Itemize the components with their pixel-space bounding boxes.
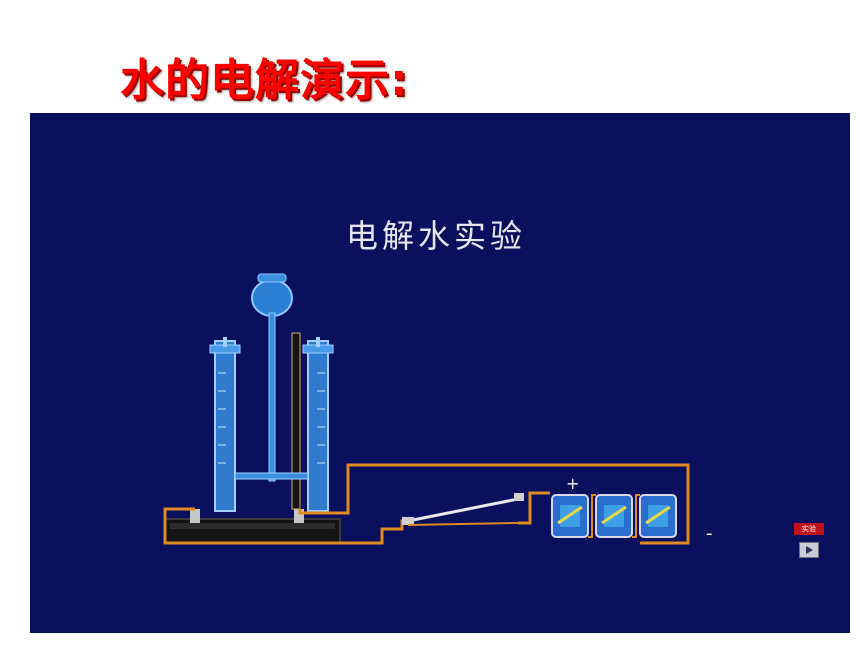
battery-3 xyxy=(639,494,677,538)
battery-1 xyxy=(551,494,589,538)
electrode-peg-left xyxy=(190,509,200,523)
positive-terminal: + xyxy=(566,474,579,493)
animation-panel: 电解水实验 xyxy=(30,113,850,633)
negative-terminal: - xyxy=(706,523,713,544)
connecting-tube xyxy=(234,472,309,480)
right-graduated-tube xyxy=(302,337,334,512)
play-icon xyxy=(799,542,819,558)
battery-2 xyxy=(595,494,633,538)
electrode-peg-right xyxy=(294,509,304,523)
circuit-switch xyxy=(402,493,524,526)
slide-title: 水的电解演示: xyxy=(120,55,409,106)
experiment-heading: 电解水实验 xyxy=(346,217,527,255)
funnel-tube xyxy=(268,312,276,482)
left-graduated-tube xyxy=(209,337,241,512)
funnel-bulb xyxy=(251,279,293,317)
electrolysis-apparatus: + - xyxy=(163,273,713,545)
support-rod xyxy=(291,332,301,510)
start-button-label: 实验 xyxy=(794,523,824,535)
start-experiment-button[interactable]: 实验 xyxy=(794,523,824,563)
